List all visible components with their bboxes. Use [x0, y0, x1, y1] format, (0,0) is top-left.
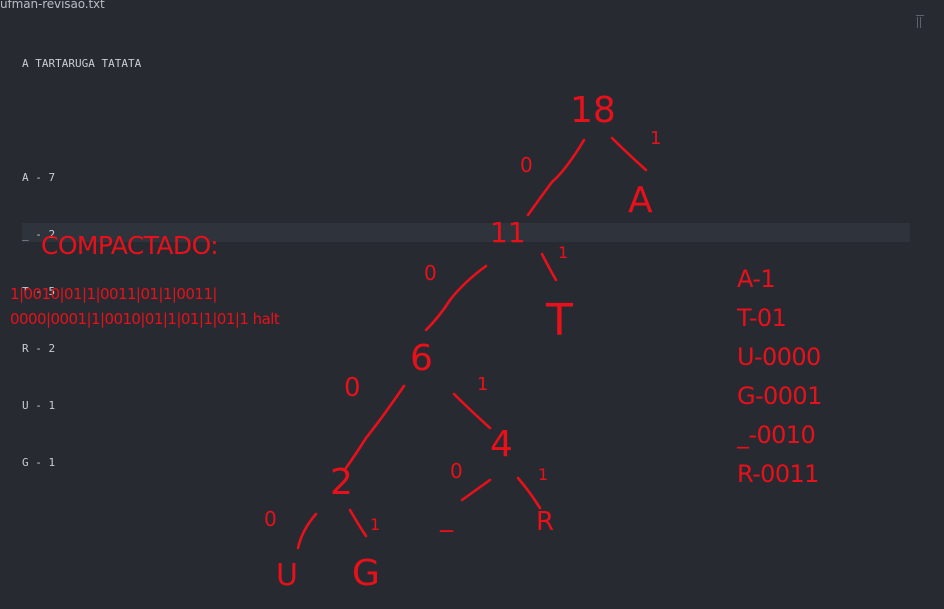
- tree-edge: [344, 384, 406, 470]
- code-entry: T-01: [737, 304, 787, 332]
- code-entry: A-1: [737, 265, 776, 293]
- tree-leaf-label: A: [628, 180, 653, 221]
- edge-bit-label: 0: [520, 153, 533, 177]
- code-entry: _-0010: [737, 421, 816, 449]
- file-tab-title[interactable]: ufman-revisao.txt: [0, 0, 105, 11]
- tree-leaf-label: R: [536, 507, 554, 537]
- tree-node-label: 6: [410, 338, 433, 379]
- code-entry: R-0011: [737, 460, 819, 488]
- edge-bit-label: 0: [264, 507, 277, 531]
- tree-node-label: 11: [490, 216, 526, 249]
- edge-bit-label: 0: [424, 261, 437, 285]
- editor-line: R - 2: [22, 342, 56, 355]
- compactado-heading: COMPACTADO:: [41, 231, 219, 260]
- edge-bit-label: 1: [650, 128, 661, 149]
- current-line-highlight: [22, 223, 910, 242]
- tree-edge: [452, 392, 492, 430]
- tree-node-label: 2: [330, 462, 353, 503]
- tree-leaf-label: _: [439, 503, 454, 533]
- editor-line: T - 5: [22, 285, 56, 298]
- tree-leaf-label: U: [276, 558, 298, 593]
- tree-edge: [296, 512, 318, 550]
- compressed-bits-line: 1|0010|01|1|0011|01|1|0011|: [10, 285, 217, 303]
- tree-edge: [424, 264, 488, 332]
- code-entry: U-0000: [737, 343, 821, 371]
- edge-bit-label: 1: [477, 374, 488, 395]
- tree-node-label: 4: [490, 424, 513, 465]
- minimap-icon[interactable]: [916, 13, 924, 29]
- edge-bit-label: 0: [344, 373, 361, 403]
- editor-line: A - 7: [22, 171, 56, 184]
- edge-bit-label: 0: [450, 459, 463, 483]
- tree-leaf-label: T: [545, 295, 573, 346]
- tree-edge: [610, 136, 648, 172]
- tree-edge: [460, 478, 492, 502]
- tree-edge: [348, 508, 368, 538]
- edge-bit-label: 1: [538, 465, 548, 484]
- editor-line: A TARTARUGA TATATA: [22, 57, 142, 70]
- tree-edge: [516, 476, 542, 510]
- tree-edge: [526, 138, 586, 217]
- editor-line: U - 1: [22, 399, 56, 412]
- code-entry: G-0001: [737, 382, 822, 410]
- editor-line: _ - 2: [22, 228, 56, 241]
- tree-leaf-label: G: [352, 553, 380, 594]
- edge-bit-label: 1: [370, 515, 380, 534]
- tree-edge: [540, 252, 558, 282]
- compressed-bits-line: 0000|0001|1|0010|01|1|01|1|01|1 halt: [10, 310, 280, 328]
- editor-text-area[interactable]: A TARTARUGA TATATA A - 7 _ - 2 T - 5 R -…: [22, 16, 141, 491]
- tree-node-label: 18: [570, 90, 616, 131]
- edge-bit-label: 1: [558, 243, 568, 262]
- editor-line: G - 1: [22, 456, 56, 469]
